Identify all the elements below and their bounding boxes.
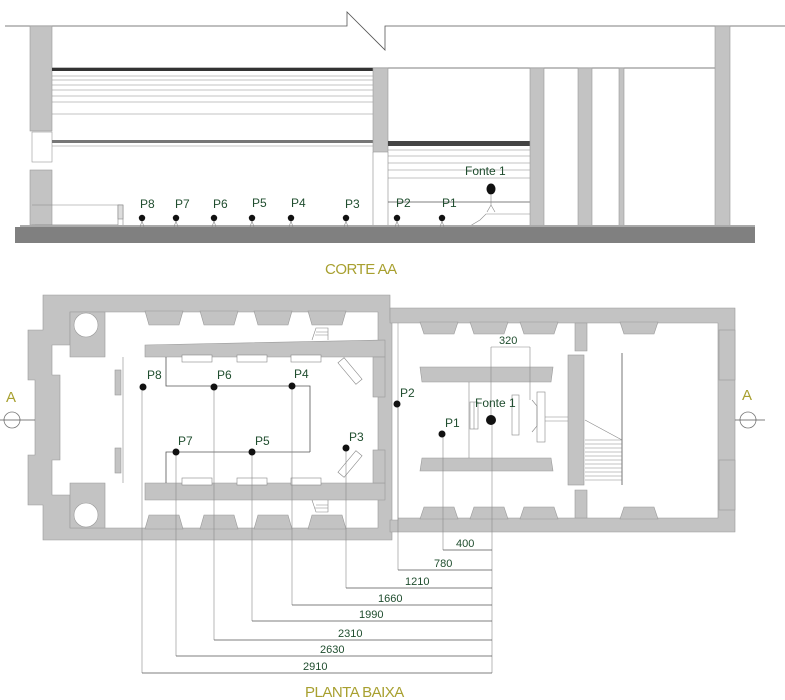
svg-text:P5: P5 [252, 196, 267, 210]
plan-point-p4: P4 [288, 367, 309, 390]
plan-right-block-walls [389, 307, 736, 533]
distance-dimensions: 400 780 1210 1660 1990 2310 2630 2910 [141, 387, 493, 674]
svg-text:780: 780 [434, 558, 452, 570]
plan-buttresses-top-left [69, 310, 347, 530]
section-point-p5: P5 [248, 196, 267, 228]
section-title: CORTE AA [325, 261, 397, 278]
plan-title: PLANTA BAIXA [305, 684, 404, 700]
plan-point-p1: P1 [438, 416, 460, 438]
section-mid-column [372, 67, 389, 153]
section-point-p3: P3 [342, 197, 360, 228]
section-point-p8: P8 [138, 197, 155, 228]
plan-nave-upper-wall [144, 339, 386, 358]
dim-p7: 2630 [175, 452, 492, 657]
svg-text:P6: P6 [217, 368, 232, 382]
svg-text:Fonte 1: Fonte 1 [475, 396, 516, 410]
section-source-fonte-1: Fonte 1 [465, 164, 506, 213]
dim-p2: 780 [397, 404, 492, 571]
svg-text:P3: P3 [349, 430, 364, 444]
svg-text:P6: P6 [213, 197, 228, 211]
plan-buttresses-right [419, 321, 659, 520]
roof-line [5, 11, 785, 51]
ceiling-louvers-left [52, 68, 373, 147]
svg-text:P2: P2 [396, 196, 411, 210]
svg-text:P8: P8 [147, 368, 162, 382]
svg-text:1210: 1210 [405, 576, 429, 588]
plan-point-p2: P2 [393, 386, 415, 408]
source-width-dimension: 320 [490, 335, 531, 420]
plan-source-fonte-1: Fonte 1 [475, 396, 516, 425]
svg-text:2910: 2910 [303, 661, 327, 673]
ground-slab [15, 227, 755, 243]
plan-choir-upper-bar [419, 366, 554, 383]
svg-text:320: 320 [499, 335, 517, 347]
section-point-p7: P7 [172, 197, 190, 228]
svg-text:2630: 2630 [320, 644, 344, 656]
dim-p4: 1660 [291, 387, 492, 606]
section-point-p2: P2 [393, 196, 411, 228]
section-left-wall [29, 25, 53, 132]
plan-planta-baixa: A A 320 400 780 1210 1660 1990 2310 2630 [0, 294, 765, 700]
section-measure-points: P8 P7 P6 P5 P4 P3 P2 P1 Fonte 1 [138, 164, 506, 228]
dim-p3: 1210 [345, 448, 492, 589]
plan-point-p3: P3 [342, 430, 364, 452]
plan-choir-lower-bar [419, 457, 554, 472]
plan-point-p6: P6 [210, 368, 232, 391]
svg-text:P3: P3 [345, 197, 360, 211]
dim-p5: 1990 [251, 452, 492, 622]
plan-measure-points: P8 P6 P4 P7 P5 P3 P2 P1 Fonte 1 [139, 367, 516, 456]
svg-text:2310: 2310 [338, 628, 362, 640]
svg-text:P7: P7 [175, 197, 190, 211]
svg-text:1660: 1660 [378, 593, 402, 605]
svg-text:400: 400 [456, 538, 474, 550]
svg-text:P5: P5 [255, 434, 270, 448]
section-mark-left: A [0, 389, 35, 429]
plan-point-p7: P7 [172, 434, 193, 456]
svg-text:P8: P8 [140, 197, 155, 211]
svg-text:A: A [742, 387, 752, 404]
svg-text:A: A [6, 389, 16, 406]
svg-text:P1: P1 [445, 416, 460, 430]
plan-stairs-small [311, 327, 329, 513]
plan-point-p8: P8 [139, 368, 162, 391]
svg-text:P4: P4 [294, 367, 309, 381]
section-point-p4: P4 [287, 196, 306, 228]
svg-text:1990: 1990 [359, 609, 383, 621]
plan-stair-right [584, 419, 623, 481]
section-right-wall [714, 25, 731, 228]
svg-text:P4: P4 [291, 196, 306, 210]
svg-text:Fonte 1: Fonte 1 [465, 164, 506, 178]
svg-text:P1: P1 [442, 196, 457, 210]
dim-p8: 2910 [141, 387, 492, 674]
section-corte-aa: P8 P7 P6 P5 P4 P3 P2 P1 Fonte 1 CORTE AA [5, 11, 785, 278]
dim-p1: 400 [442, 434, 492, 551]
section-point-p6: P6 [210, 197, 228, 228]
section-mark-right: A [735, 387, 765, 429]
svg-text:P7: P7 [178, 434, 193, 448]
plan-nave-lower-wall [144, 482, 386, 501]
plan-altar [468, 382, 546, 458]
dim-p6: 2310 [213, 387, 492, 641]
plan-point-p5: P5 [248, 434, 270, 456]
section-point-p1: P1 [438, 196, 457, 228]
svg-text:P2: P2 [400, 386, 415, 400]
ceiling-louvers-right [388, 141, 530, 203]
